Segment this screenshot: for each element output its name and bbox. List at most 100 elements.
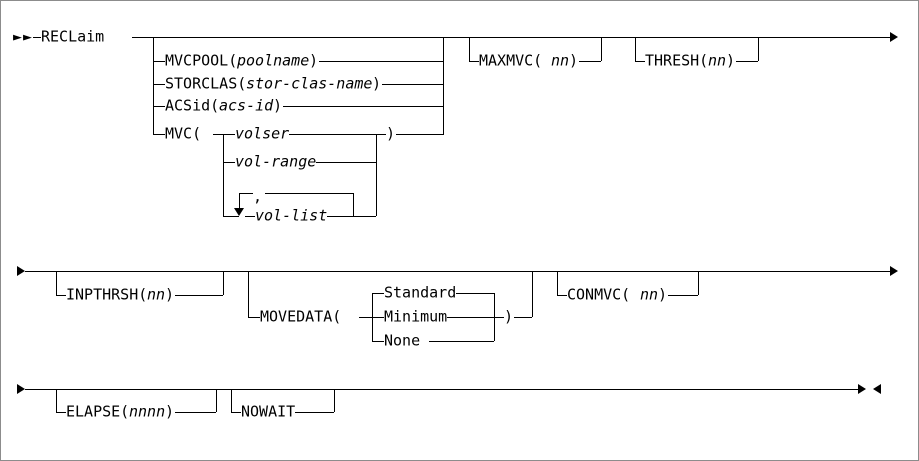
mvcpool-keyword: MVCPOOL( bbox=[165, 51, 238, 70]
nowait-keyword: NOWAIT bbox=[241, 402, 296, 421]
inpthrsh-right-rail bbox=[223, 271, 224, 295]
movedata-minimum-stub-left bbox=[372, 317, 384, 318]
command-reclaim: RECLaim bbox=[41, 27, 105, 46]
vollist-stub-right bbox=[327, 216, 376, 217]
nowait-stub-left bbox=[231, 412, 241, 413]
volser-stub-left bbox=[223, 134, 235, 135]
elapse-variable: nnnn bbox=[129, 402, 166, 421]
row3-end-arrow-left-icon bbox=[873, 384, 881, 394]
acsid-keyword: ACSid( bbox=[165, 96, 220, 115]
maxmvc-left-rail bbox=[469, 37, 470, 61]
row2-start-arrow-icon bbox=[17, 266, 25, 276]
mvc-stub-right bbox=[396, 134, 443, 135]
storclas-stub-left bbox=[153, 84, 165, 85]
vollist-loop-right-rail bbox=[353, 193, 354, 217]
nowait-stub-right bbox=[295, 412, 334, 413]
thresh-variable: nn bbox=[708, 51, 727, 70]
elapse-right-rail bbox=[216, 389, 217, 412]
movedata-inner-entry-line bbox=[359, 317, 372, 318]
maxmvc-stub-right bbox=[579, 61, 601, 62]
branch-left-rail bbox=[153, 37, 154, 135]
storclas-stub-right bbox=[382, 84, 443, 85]
elapse-paren-close: ) bbox=[165, 402, 175, 421]
mvc-inner-exit-line bbox=[376, 134, 386, 135]
mvcpool-variable: poolname bbox=[237, 51, 310, 70]
mvc-inner-entry-line bbox=[213, 134, 223, 135]
branch-right-rail bbox=[443, 37, 444, 135]
vollist-loop-left-rail bbox=[239, 193, 240, 209]
inpthrsh-keyword: INPTHRSH( bbox=[66, 285, 148, 304]
movedata-stub-left bbox=[248, 317, 260, 318]
movedata-choice-none: None bbox=[384, 331, 421, 350]
mvc-inner-left-rail bbox=[223, 134, 224, 216]
main-line-seg-start bbox=[33, 37, 41, 38]
vollist-stub-left bbox=[223, 216, 239, 217]
thresh-stub-right bbox=[736, 61, 758, 62]
nowait-left-rail bbox=[231, 389, 232, 412]
volser-variable: volser bbox=[235, 124, 290, 143]
storclas-keyword: STORCLAS( bbox=[165, 74, 247, 93]
conmvc-paren-close: ) bbox=[658, 285, 668, 304]
acsid-variable: acs-id bbox=[219, 96, 274, 115]
maxmvc-stub-left bbox=[469, 61, 479, 62]
movedata-none-stub-right bbox=[429, 341, 494, 342]
movedata-none-stub-left bbox=[372, 341, 384, 342]
movedata-stub-right bbox=[514, 317, 532, 318]
movedata-keyword: MOVEDATA( bbox=[260, 307, 342, 326]
conmvc-left-rail bbox=[557, 271, 558, 295]
inpthrsh-paren-close: ) bbox=[165, 285, 175, 304]
row3-main-line bbox=[25, 389, 858, 390]
vollist-loop-separator: , bbox=[253, 187, 263, 206]
maxmvc-variable: nn bbox=[551, 51, 570, 70]
mvc-inner-right-rail bbox=[376, 134, 377, 216]
mvcpool-paren-close: ) bbox=[309, 51, 319, 70]
vollist-loop-top-right bbox=[265, 193, 353, 194]
mvc-keyword: MVC( bbox=[165, 124, 202, 143]
volrange-stub-left bbox=[223, 162, 235, 163]
maxmvc-bypass-line bbox=[443, 37, 627, 38]
start-marker: ►► bbox=[13, 27, 34, 46]
row2-continue-arrow-icon bbox=[890, 266, 898, 276]
volrange-variable: vol-range bbox=[235, 152, 317, 171]
inpthrsh-stub-left bbox=[56, 295, 66, 296]
vollist-loop-arrow-icon bbox=[234, 208, 244, 216]
thresh-left-rail bbox=[635, 37, 636, 61]
mvcpool-stub-right bbox=[319, 61, 443, 62]
movedata-standard-stub-left bbox=[372, 293, 384, 294]
conmvc-variable: nn bbox=[640, 285, 659, 304]
mvc-stub-left bbox=[153, 134, 165, 135]
movedata-inner-exit-line bbox=[494, 317, 504, 318]
maxmvc-paren-close: ) bbox=[569, 51, 579, 70]
vollist-variable: vol-list bbox=[255, 206, 328, 225]
movedata-choice-minimum: Minimum bbox=[384, 307, 448, 326]
elapse-left-rail bbox=[56, 389, 57, 412]
movedata-right-rail bbox=[532, 271, 533, 317]
mvc-paren-close: ) bbox=[386, 124, 396, 143]
acsid-stub-right bbox=[283, 106, 443, 107]
row1-continue-arrow-icon bbox=[890, 32, 898, 42]
inpthrsh-left-rail bbox=[56, 271, 57, 295]
movedata-standard-stub-right bbox=[456, 293, 494, 294]
thresh-stub-left bbox=[635, 61, 645, 62]
main-line-reclaim-to-branch bbox=[132, 37, 443, 38]
conmvc-stub-right bbox=[668, 295, 698, 296]
movedata-left-rail bbox=[248, 271, 249, 317]
maxmvc-right-rail bbox=[601, 37, 602, 61]
maxmvc-keyword: MAXMVC( bbox=[479, 51, 543, 70]
vollist-stub-mid bbox=[245, 216, 255, 217]
thresh-paren-close: ) bbox=[726, 51, 736, 70]
storclas-paren-close: ) bbox=[372, 74, 382, 93]
mvcpool-stub-left bbox=[153, 61, 165, 62]
storclas-variable: stor-clas-name bbox=[246, 74, 373, 93]
elapse-stub-left bbox=[56, 412, 66, 413]
volrange-stub-right bbox=[316, 162, 376, 163]
movedata-minimum-stub-right bbox=[447, 317, 494, 318]
inpthrsh-variable: nn bbox=[147, 285, 166, 304]
elapse-keyword: ELAPSE( bbox=[66, 402, 130, 421]
movedata-paren-close: ) bbox=[504, 307, 514, 326]
acsid-stub-left bbox=[153, 106, 165, 107]
elapse-stub-right bbox=[175, 412, 216, 413]
volser-stub-right bbox=[289, 134, 376, 135]
conmvc-stub-left bbox=[557, 295, 567, 296]
